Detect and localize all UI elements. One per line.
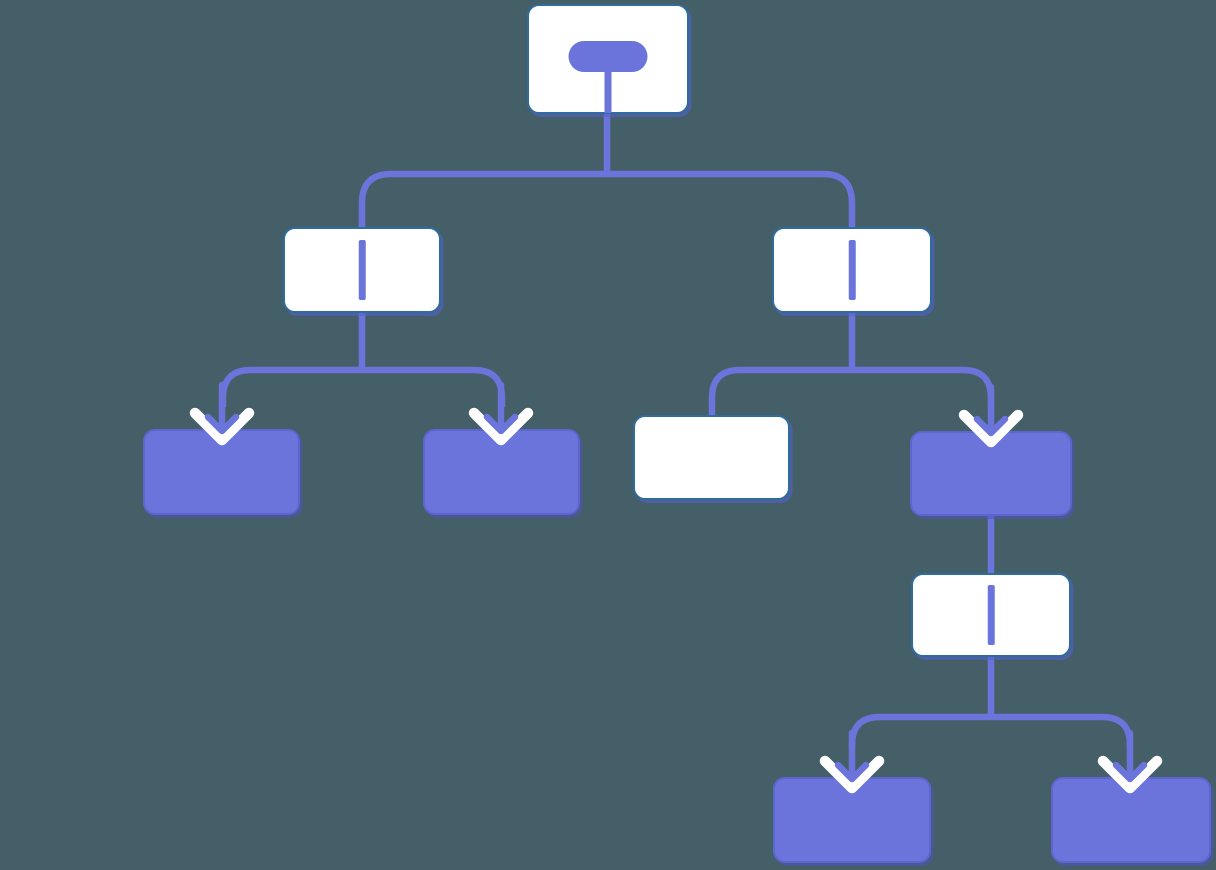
divider-line-icon [848,240,856,300]
tree-node-collapsed-d[interactable] [773,777,931,863]
tree-node-collapsed-c[interactable] [910,431,1072,516]
tree-node-collapsed-a[interactable] [143,429,300,515]
tree-node-branch-right[interactable] [772,227,932,313]
tree-node-branch-lower[interactable] [911,573,1071,657]
divider-line-icon [358,240,366,300]
tree-node-collapsed-e[interactable] [1051,777,1211,863]
root-pill-icon [568,41,648,72]
tree-node-root[interactable] [527,4,689,114]
root-stem-icon [604,68,612,113]
tree-node-empty-node[interactable] [633,415,790,500]
tree-node-branch-left[interactable] [283,227,441,313]
divider-line-icon [987,585,995,645]
tree-node-collapsed-b[interactable] [423,429,580,515]
